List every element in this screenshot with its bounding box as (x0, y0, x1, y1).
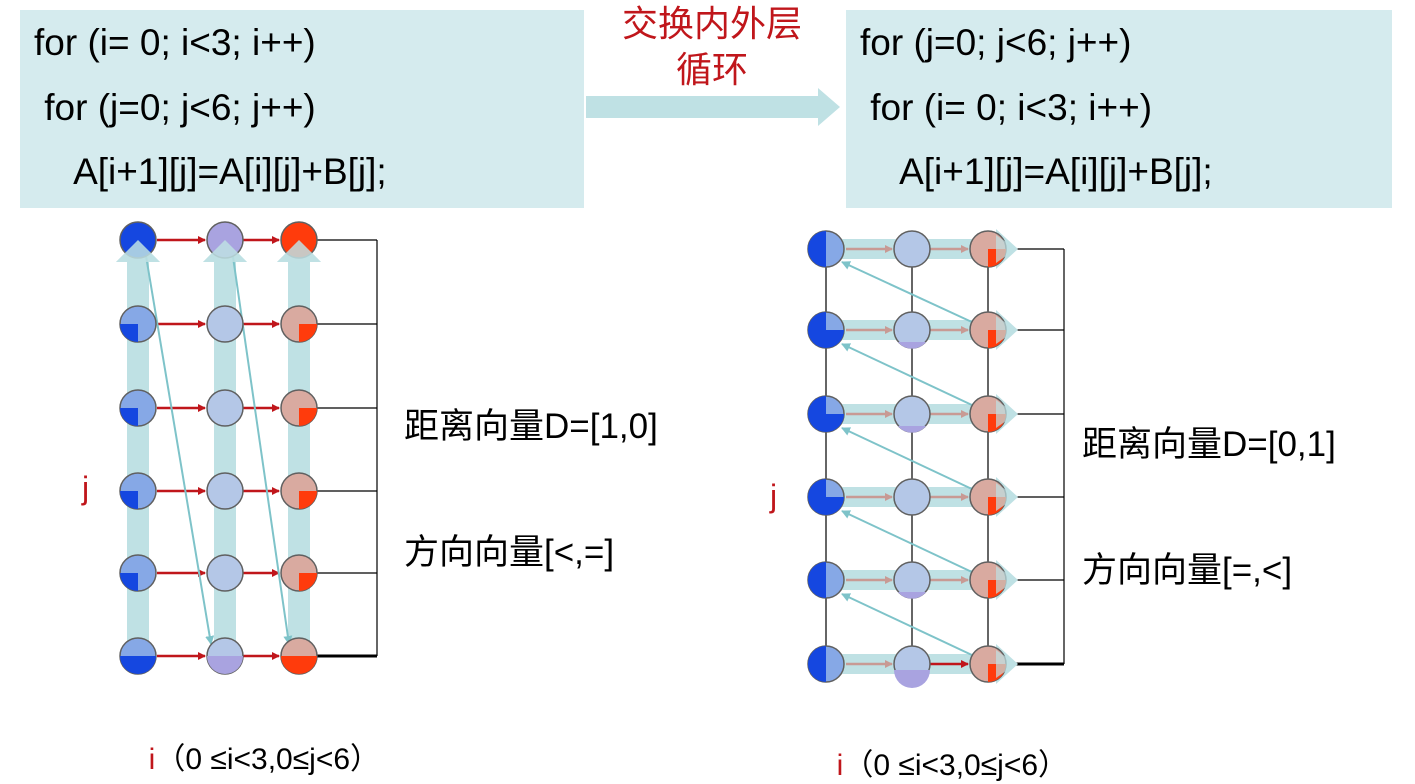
left-distance-vector: 距离向量D=[1,0] (404, 407, 658, 446)
left-code-line-3: A[i+1][j]=A[i][j]+B[j]; (34, 151, 387, 192)
swap-label-line-2: 循环 (675, 50, 748, 91)
left-j-axis-label: j (82, 470, 90, 506)
right-j-axis-label: j (770, 478, 778, 514)
left-code-line-2: for (j=0; j<6; j++) (34, 87, 316, 128)
right-code-line-3: A[i+1][j]=A[i][j]+B[j]; (860, 151, 1213, 192)
left-code-box: for (i= 0; i<3; i++) for (j=0; j<6; j++)… (20, 10, 584, 208)
left-vector-text: 距离向量D=[1,0] 方向向量[<,=] (404, 322, 658, 616)
right-iteration-diagram (807, 229, 1065, 688)
right-code-line-2: for (i= 0; i<3; i++) (860, 87, 1153, 128)
right-vector-text: 距离向量D=[0,1] 方向向量[=,<] (1082, 340, 1336, 634)
right-distance-vector: 距离向量D=[0,1] (1082, 425, 1336, 464)
diagram-canvas (116, 88, 1065, 688)
swap-arrow (586, 88, 840, 126)
left-iteration-diagram (116, 221, 378, 675)
right-direction-vector: 方向向量[=,<] (1082, 551, 1293, 590)
left-code-line-1: for (i= 0; i<3; i++) (34, 22, 316, 63)
swap-label-line-1: 交换内外层 (621, 4, 802, 45)
right-code-box: for (j=0; j<6; j++) for (i= 0; i<3; i++)… (846, 10, 1392, 208)
left-direction-vector: 方向向量[<,=] (404, 533, 615, 572)
swap-loops-label: 交换内外层 循环 (592, 2, 832, 94)
right-code-line-1: for (j=0; j<6; j++) (860, 22, 1132, 63)
